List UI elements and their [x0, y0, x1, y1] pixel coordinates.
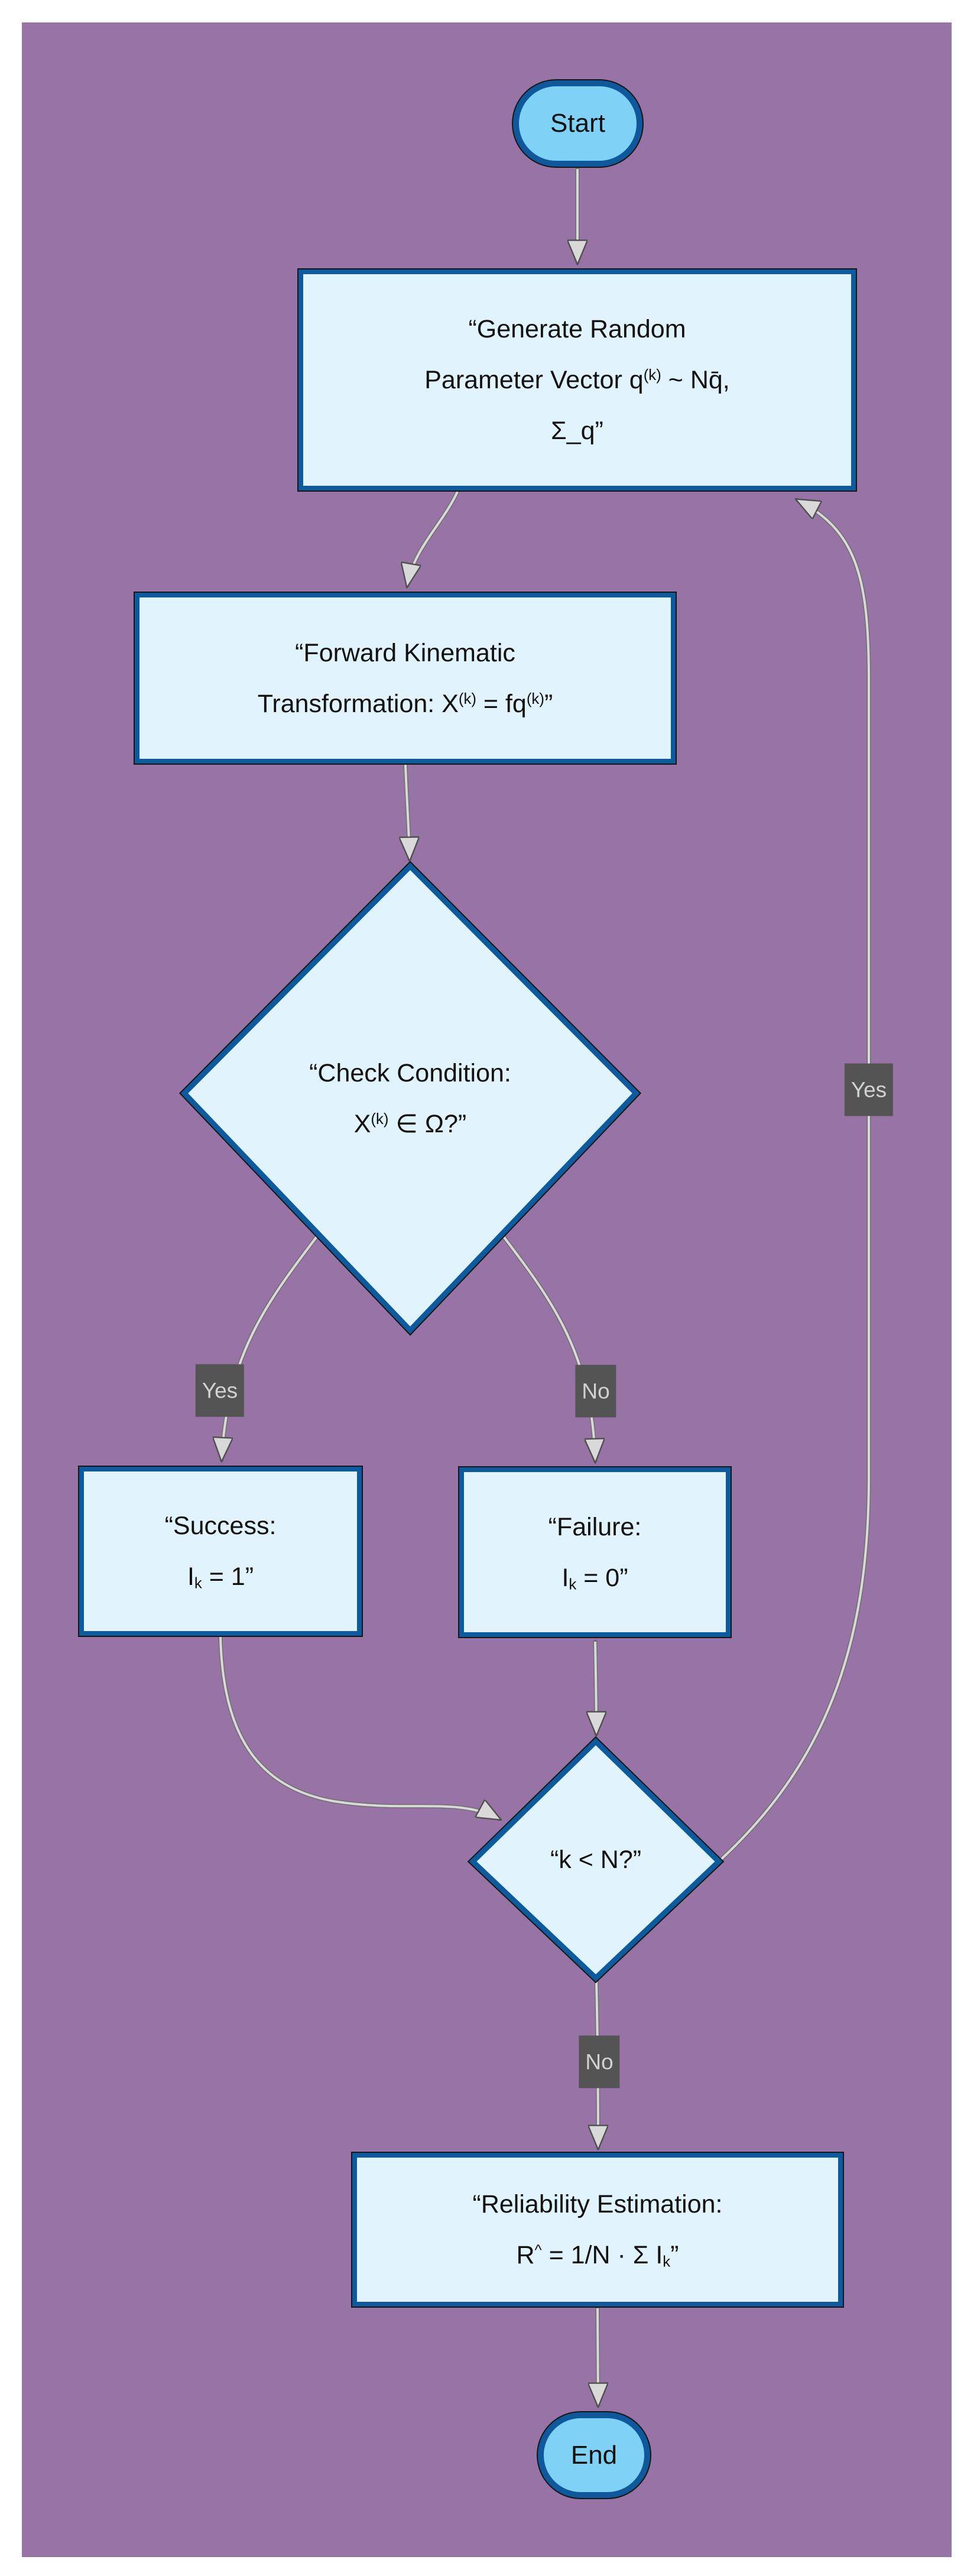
- success-box: “Success: Ik = 1”: [79, 1467, 362, 1636]
- node-text-line: “k < N?”: [550, 1846, 642, 1874]
- start-node: Start: [513, 80, 642, 167]
- edge-kcheck-yes-loop-to-generate: [716, 498, 871, 1864]
- node-text-line: Ik = 1”: [187, 1563, 254, 1592]
- node-text-line: R^ = 1/N · Σ Ik”: [516, 2241, 679, 2270]
- node-text-line: Parameter Vector q(k) ~ Nq̄,: [424, 366, 730, 394]
- failure-box: “Failure: Ik = 0”: [459, 1467, 731, 1637]
- end-node: End: [538, 2412, 650, 2498]
- node-text-line: Ik = 0”: [561, 1563, 628, 1593]
- node-text-line: X(k) ∈ Ω?”: [353, 1109, 467, 1138]
- node-text-line: “Success:: [164, 1512, 277, 1540]
- edge-forward-to-check: [405, 762, 410, 859]
- k-less-than-n-label: “k < N?”: [473, 1742, 719, 1978]
- node-text-line: “Generate Random: [468, 315, 686, 343]
- edge-check-yes-to-success: [222, 1233, 320, 1460]
- end-label: End: [570, 2440, 618, 2470]
- check-condition-diamond: [178, 860, 642, 1336]
- edge-label-yes-left: Yes: [195, 1364, 245, 1417]
- edge-generate-to-forward: [407, 489, 460, 586]
- edge-failure-to-kcheck: [595, 1639, 596, 1734]
- node-text-line: “Forward Kinematic: [295, 638, 515, 667]
- node-text-line: “Reliability Estimation:: [472, 2190, 723, 2218]
- node-text-line: Transformation: X(k) = fq(k)”: [257, 689, 553, 718]
- check-condition-label: “Check Condition: X(k) ∈ Ω?”: [184, 866, 636, 1330]
- reliability-estimation-box: “Reliability Estimation: R^ = 1/N · Σ Ik…: [352, 2153, 843, 2307]
- k-less-than-n-diamond: [467, 1736, 725, 1983]
- node-text-line: Σ_q”: [551, 417, 603, 445]
- node-text-line: “Failure:: [548, 1512, 642, 1541]
- edge-label-yes-right: Yes: [844, 1063, 894, 1116]
- forward-kinematic-box: “Forward Kinematic Transformation: X(k) …: [135, 593, 676, 764]
- edge-label-no-middle: No: [575, 1365, 616, 1418]
- generate-random-box: “Generate Random Parameter Vector q(k) ~…: [298, 269, 856, 490]
- edge-success-to-kcheck: [218, 1635, 499, 1821]
- start-label: Start: [550, 109, 605, 138]
- edge-check-no-to-failure: [500, 1233, 595, 1461]
- edge-label-no-bottom: No: [579, 2035, 620, 2088]
- node-text-line: “Check Condition:: [309, 1058, 511, 1087]
